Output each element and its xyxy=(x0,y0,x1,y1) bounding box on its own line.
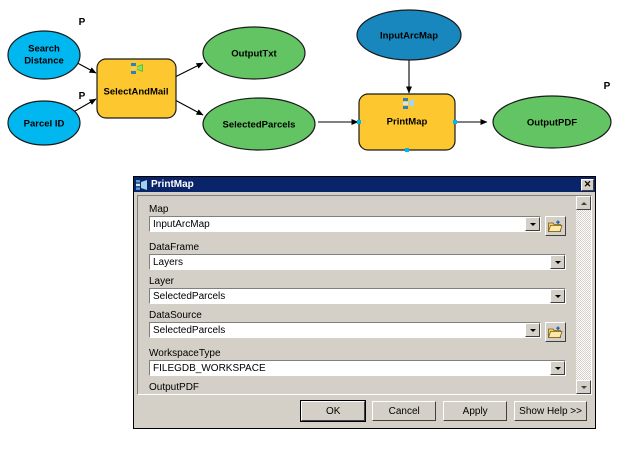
dialog-form: Map InputArcMap xyxy=(138,196,578,395)
dialog-titlebar[interactable]: PrintMap ✕ xyxy=(134,177,595,192)
node-search-distance-label-2: Distance xyxy=(24,56,64,67)
node-output-pdf-label: OutputPDF xyxy=(527,118,577,129)
dialog-body: Map InputArcMap xyxy=(137,195,592,395)
dataframe-value: Layers xyxy=(153,256,184,268)
param-marker-output-pdf: P xyxy=(604,81,611,92)
chevron-down-icon[interactable] xyxy=(550,289,565,303)
chevron-down-icon[interactable] xyxy=(550,255,565,269)
outputpdf-browse-button[interactable] xyxy=(545,394,566,395)
node-print-map-label: PrintMap xyxy=(387,117,428,128)
map-value: InputArcMap xyxy=(153,218,210,230)
node-search-distance-label-1: Search xyxy=(28,44,60,55)
label-map: Map xyxy=(149,204,169,215)
node-select-and-mail[interactable]: SelectAndMail xyxy=(96,58,177,119)
label-outputpdf: OutputPDF xyxy=(149,382,200,393)
node-selected-parcels-label: SelectedParcels xyxy=(223,120,296,131)
cancel-button[interactable]: Cancel xyxy=(372,401,437,421)
folder-open-icon xyxy=(548,326,563,338)
dialog-scrollbar[interactable] xyxy=(576,196,591,394)
param-marker-search-distance: P xyxy=(79,17,86,28)
scroll-up-icon[interactable] xyxy=(576,196,591,210)
field-row-outputpdf: OutputPDF E:\pub\Discovery\DiscoveryTest… xyxy=(149,382,578,395)
scroll-down-icon[interactable] xyxy=(576,380,591,394)
node-parcel-id-label: Parcel ID xyxy=(24,119,65,130)
field-row-dataframe: DataFrame Layers xyxy=(149,242,578,270)
workspacetype-combo[interactable]: FILEGDB_WORKSPACE xyxy=(149,360,566,376)
datasource-value: SelectedParcels xyxy=(153,324,226,336)
field-row-workspacetype: WorkspaceType FILEGDB_WORKSPACE xyxy=(149,348,578,376)
dataframe-combo[interactable]: Layers xyxy=(149,254,566,270)
node-select-and-mail-label: SelectAndMail xyxy=(104,87,169,98)
node-output-txt[interactable]: OutputTxt xyxy=(202,26,306,80)
folder-open-icon xyxy=(548,220,563,232)
script-tool-icon-selectandmail xyxy=(131,63,143,74)
ok-button[interactable]: OK xyxy=(300,400,367,422)
datasource-combo[interactable]: SelectedParcels xyxy=(149,322,541,338)
field-row-layer: Layer SelectedParcels xyxy=(149,276,578,304)
node-search-distance[interactable]: Search Distance xyxy=(7,30,81,80)
field-row-datasource: DataSource SelectedParcels xyxy=(149,310,578,342)
printmap-dialog[interactable]: PrintMap ✕ Map InputArcMap xyxy=(133,176,596,429)
field-row-map: Map InputArcMap xyxy=(149,204,578,236)
layer-value: SelectedParcels xyxy=(153,290,226,302)
close-icon[interactable]: ✕ xyxy=(581,178,594,191)
script-tool-icon-printmap xyxy=(403,98,414,109)
node-input-arcmap-label: InputArcMap xyxy=(380,31,438,42)
node-parcel-id[interactable]: Parcel ID xyxy=(7,100,81,146)
workspacetype-value: FILEGDB_WORKSPACE xyxy=(153,362,266,374)
edge-selectandmail-outputtxt xyxy=(174,62,204,78)
model-diagram[interactable]: Search Distance P Parcel ID P SelectAndM… xyxy=(0,0,628,170)
map-combo[interactable]: InputArcMap xyxy=(149,216,541,232)
node-input-arcmap[interactable]: InputArcMap xyxy=(356,9,462,61)
show-help-button[interactable]: Show Help >> xyxy=(514,401,587,421)
dialog-title: PrintMap xyxy=(151,178,194,190)
selection-handles-printmap[interactable] xyxy=(357,120,457,152)
label-dataframe: DataFrame xyxy=(149,242,200,253)
dialog-footer: OK Cancel Apply Show Help >> xyxy=(134,398,595,424)
apply-button[interactable]: Apply xyxy=(443,401,508,421)
layer-combo[interactable]: SelectedParcels xyxy=(149,288,566,304)
chevron-down-icon[interactable] xyxy=(525,323,540,337)
outputpdf-input[interactable]: E:\pub\Discovery\DiscoveryTests\Select\T… xyxy=(149,394,541,395)
map-browse-button[interactable] xyxy=(545,216,566,236)
label-datasource: DataSource xyxy=(149,310,202,321)
datasource-browse-button[interactable] xyxy=(545,322,566,342)
node-print-map[interactable]: PrintMap xyxy=(357,93,457,152)
script-tool-icon xyxy=(136,179,147,190)
node-output-pdf[interactable]: OutputPDF xyxy=(492,95,612,149)
edge-selectandmail-selectedparcels xyxy=(174,99,204,116)
chevron-down-icon[interactable] xyxy=(550,361,565,375)
node-output-txt-label: OutputTxt xyxy=(231,49,277,60)
chevron-down-icon[interactable] xyxy=(525,217,540,231)
node-selected-parcels[interactable]: SelectedParcels xyxy=(202,97,316,151)
label-layer: Layer xyxy=(149,276,175,287)
label-workspacetype: WorkspaceType xyxy=(149,348,221,359)
param-marker-parcel-id: P xyxy=(79,91,86,102)
